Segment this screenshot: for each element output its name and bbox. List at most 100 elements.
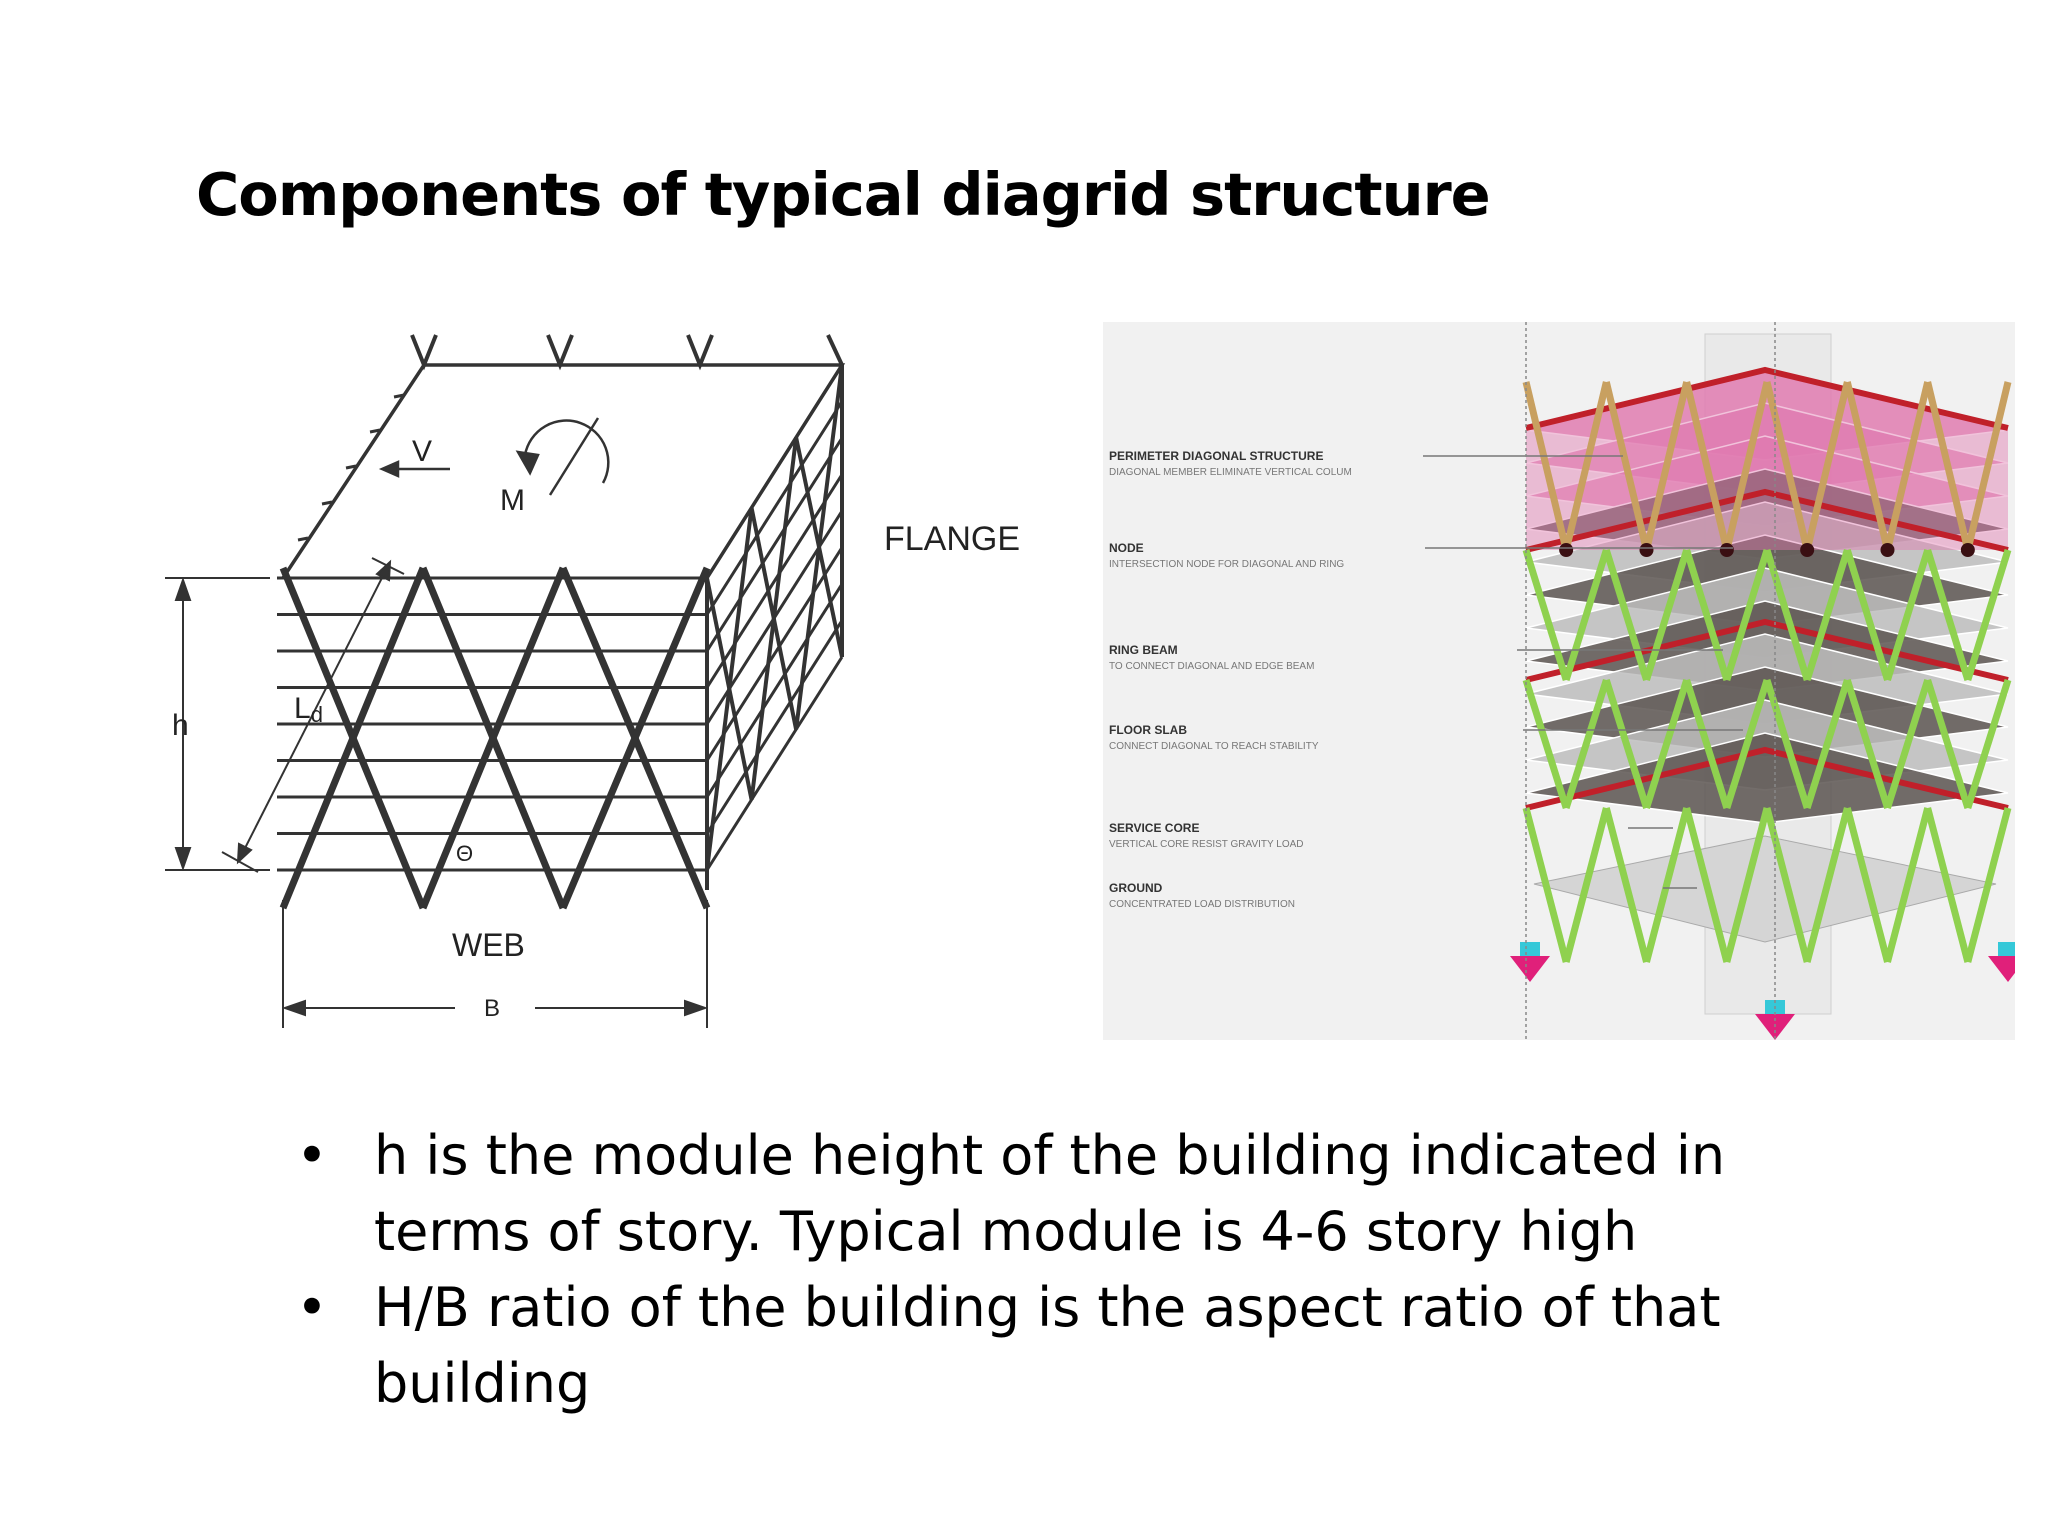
slab-side-edge [705, 619, 844, 835]
perimeter-diagonals [1522, 381, 2012, 963]
bullet-marker: • [296, 1124, 328, 1187]
bullet-list: • h is the module height of the building … [296, 1118, 1796, 1422]
diagonal-member [1723, 678, 1771, 810]
diagonal-member [1964, 678, 2012, 810]
diagrid-module-diagram: V M FLANGE h Ld Θ WEB B [165, 334, 1020, 1028]
slab-side-edge [705, 437, 844, 652]
diagonal-member [1803, 381, 1851, 551]
diagonal-member [1723, 807, 1771, 963]
diagonal-member [1602, 548, 1650, 682]
angle-label: Θ [456, 841, 473, 866]
load-arrow-stem [1998, 942, 2015, 956]
diagonal-member [1924, 548, 1972, 682]
diagonal-member [1803, 548, 1851, 682]
bullet-text: H/B ratio of the building is the aspect … [374, 1276, 1721, 1415]
web-diagonal [559, 566, 711, 910]
diagrid-node [1559, 543, 1574, 557]
diagonal-member [1643, 548, 1691, 682]
load-arrow-stem [1520, 942, 1540, 956]
flange-diagonals [705, 364, 844, 890]
component-name: NODE [1109, 541, 1144, 555]
diagonal-member [1643, 678, 1691, 810]
diagonal-member [1562, 381, 1610, 551]
leader-lines [1423, 455, 1743, 889]
top-edge-ticks [297, 393, 405, 542]
diagonal-member [1723, 381, 1771, 551]
component-description: VERTICAL CORE RESIST GRAVITY LOAD [1109, 839, 1304, 850]
diagonal-length-label: Ld [294, 692, 323, 727]
diagonal-member [1522, 548, 1570, 682]
diagonal-member [1803, 807, 1851, 963]
diagonal-member [1843, 807, 1891, 963]
component-description: CONCENTRATED LOAD DISTRIBUTION [1109, 899, 1295, 910]
slab-side-edge [705, 400, 844, 616]
diagonal-member [1763, 381, 1811, 551]
top-module-zone [1526, 370, 2008, 550]
diagonal-member [1884, 548, 1932, 682]
shear-label: V [412, 435, 432, 468]
diagonal-member [1964, 548, 2012, 682]
floor-slab-lines [277, 364, 844, 872]
diagonal-member [1522, 381, 1570, 551]
diagonal-member [1884, 678, 1932, 810]
width-label: B [484, 995, 500, 1022]
top-slab-outline [281, 363, 846, 579]
slab-side-edge [705, 546, 844, 762]
diagrid-nodes [1559, 543, 1975, 557]
diagonal-member [1522, 807, 1570, 963]
component-name: RING BEAM [1109, 643, 1178, 657]
ring-beam [1525, 488, 2009, 553]
diagonal-length-dimension [221, 557, 405, 873]
diagonal-member [1964, 381, 2012, 551]
diagonal-member [1924, 678, 1972, 810]
flange-diagonal [749, 437, 799, 800]
component-description: INTERSECTION NODE FOR DIAGONAL AND RING [1109, 559, 1344, 570]
diagonal-member [1924, 807, 1972, 963]
slide-title: Components of typical diagrid structure [196, 160, 1491, 229]
bullet-item: • H/B ratio of the building is the aspect… [296, 1270, 1796, 1422]
diagrid-node [1800, 543, 1815, 557]
bullet-marker: • [296, 1276, 328, 1339]
slab-side-edge [705, 656, 844, 871]
flange-label: FLANGE [884, 520, 1020, 558]
component-name: FLOOR SLAB [1109, 723, 1187, 737]
flange-diagonal [705, 507, 754, 871]
diagonal-member [1843, 381, 1891, 551]
diagonal-member [1602, 381, 1650, 551]
load-arrow-head [1510, 956, 1550, 982]
diagonal-member [1884, 807, 1932, 963]
diagonal-member [1763, 807, 1811, 963]
component-description: DIAGONAL MEMBER ELIMINATE VERTICAL COLUM [1109, 467, 1352, 478]
web-diagonal [419, 566, 567, 910]
diagonal-member [1964, 807, 2012, 963]
diagonal-member [1924, 381, 1972, 551]
diagonal-member [1683, 548, 1731, 682]
flange-diagonal [794, 364, 844, 730]
load-arrow-head [1988, 956, 2015, 982]
diagonal-member [1602, 807, 1650, 963]
diagonal-member [1683, 678, 1731, 810]
slab-side-edge [705, 473, 844, 689]
diagonal-member [1562, 678, 1610, 810]
web-label: WEB [452, 927, 525, 963]
bullet-text: h is the module height of the building i… [374, 1124, 1726, 1263]
ring-beams [1525, 366, 2009, 811]
ring-beam [1525, 746, 2009, 811]
diagrid-node [1960, 543, 1975, 557]
diagrid-node [1719, 543, 1734, 557]
web-diagonals [279, 566, 711, 910]
web-diagonal [279, 566, 427, 910]
component-description: CONNECT DIAGONAL TO REACH STABILITY [1109, 741, 1319, 752]
component-description: TO CONNECT DIAGONAL AND EDGE BEAM [1109, 661, 1314, 672]
height-label: h [172, 709, 189, 742]
moment-label: M [500, 484, 525, 517]
diagonal-member [1602, 678, 1650, 810]
top-chevrons [410, 334, 844, 371]
diagonal-member [1843, 548, 1891, 682]
bullet-item: • h is the module height of the building … [296, 1118, 1796, 1270]
diagonal-member [1562, 807, 1610, 963]
diagonal-member [1763, 548, 1811, 682]
